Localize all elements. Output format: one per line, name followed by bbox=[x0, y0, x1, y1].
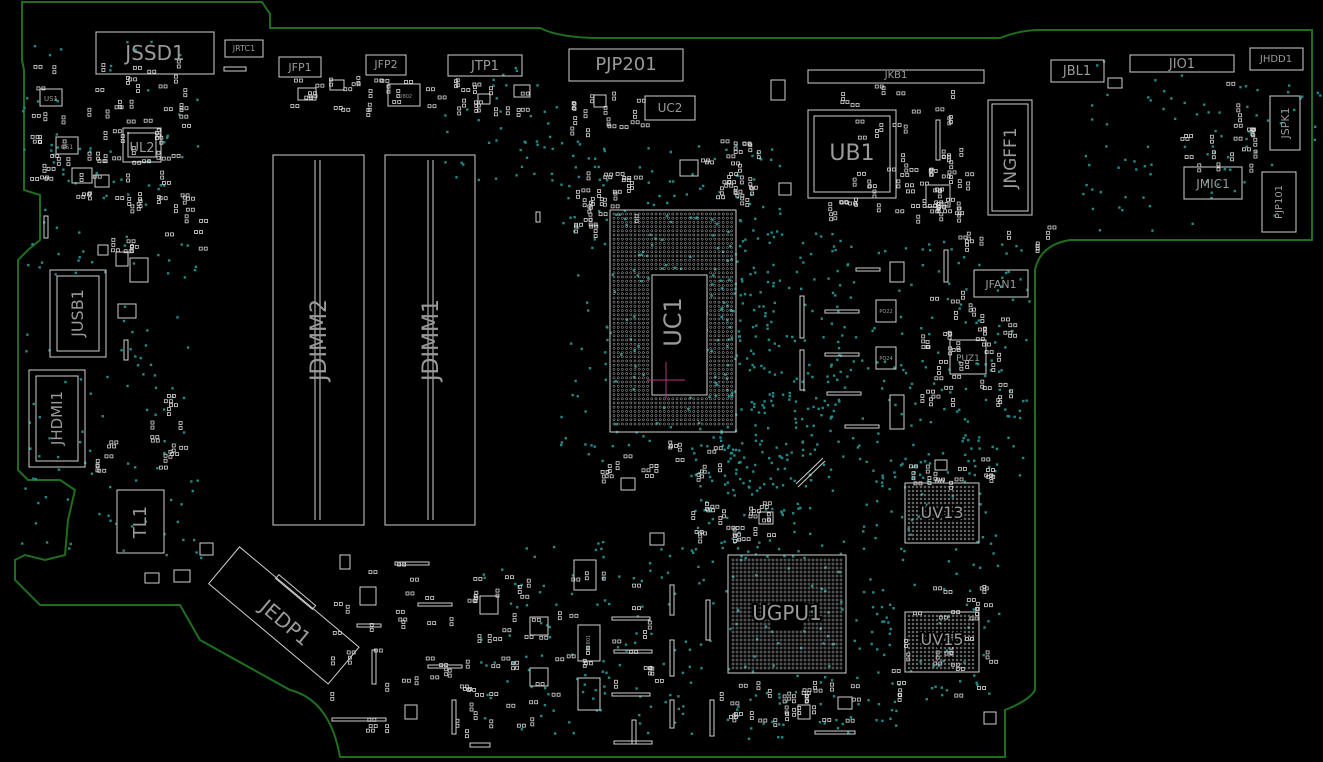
jngff1-connector bbox=[987, 99, 1033, 216]
jfp1-label: JFP1 bbox=[287, 61, 311, 74]
pq24-label: PQ24 bbox=[879, 356, 892, 362]
uv13-memory bbox=[904, 482, 980, 544]
uc1-cpu bbox=[609, 209, 737, 433]
uc1-label: UC1 bbox=[659, 297, 687, 347]
uc1-die bbox=[651, 274, 708, 396]
jdimm1-label: JDIMM1 bbox=[419, 299, 444, 383]
pjp101-label: PJP101 bbox=[1274, 185, 1285, 219]
pjp101-connector bbox=[1261, 171, 1297, 233]
jhdmi1-label: JHDMI1 bbox=[48, 391, 66, 446]
jmic1-connector bbox=[1183, 166, 1243, 200]
jkb1-connector bbox=[807, 69, 985, 84]
ul2-part bbox=[122, 127, 162, 163]
jkb1-label: JKB1 bbox=[884, 70, 908, 81]
jrtc1-label: JRTC1 bbox=[232, 44, 255, 53]
jio1-label: JIO1 bbox=[1168, 57, 1195, 72]
jedp1-label: JEDP1 bbox=[254, 593, 316, 650]
jhdmi1-connector bbox=[28, 369, 86, 468]
tl1-part bbox=[116, 489, 165, 554]
jspk1-label: JSPK1 bbox=[1279, 107, 1292, 139]
jdimm1-slot bbox=[384, 154, 476, 526]
jedp1-connector bbox=[207, 546, 360, 685]
us1-part bbox=[39, 88, 63, 107]
pq22-label: PQ22 bbox=[879, 309, 892, 315]
ul2-label: UL2 bbox=[129, 141, 154, 156]
jfan1-connector bbox=[973, 269, 1029, 298]
pu802-label: PU802 bbox=[396, 94, 412, 100]
jssd1-label: JSSD1 bbox=[123, 41, 184, 65]
pq24-part bbox=[875, 346, 897, 370]
uv15-memory bbox=[904, 611, 980, 673]
jfp1-connector bbox=[278, 56, 322, 78]
jdimm2-label: JDIMM2 bbox=[307, 299, 332, 383]
jspk1-connector bbox=[1269, 95, 1301, 151]
jmic1-label: JMIC1 bbox=[1195, 177, 1229, 191]
jbl1-connector bbox=[1050, 59, 1105, 83]
puz1-part bbox=[949, 339, 987, 375]
uv13-label: UV13 bbox=[920, 503, 963, 522]
jfp2-label: JFP2 bbox=[373, 58, 397, 71]
jssd1-connector bbox=[95, 31, 215, 75]
jusb1-connector bbox=[49, 269, 107, 358]
jbl1-label: JBL1 bbox=[1062, 64, 1091, 79]
via-field bbox=[20, 40, 1322, 741]
small-components bbox=[30, 59, 1258, 739]
pjp201-label: PJP201 bbox=[595, 54, 656, 75]
jrtc1-connector bbox=[224, 39, 264, 58]
puz1-label: PUZ1 bbox=[956, 354, 980, 364]
uv15-label: UV15 bbox=[920, 630, 963, 649]
jtp1-label: JTP1 bbox=[470, 59, 499, 74]
jfan1-label: JFAN1 bbox=[984, 278, 1016, 291]
board-outline bbox=[14, 0, 1313, 758]
uc2-part bbox=[644, 95, 696, 121]
ub1-part bbox=[807, 109, 897, 199]
tl1-label: TL1 bbox=[130, 506, 151, 539]
qs1-label: QS1 bbox=[61, 144, 74, 151]
ugpu1-label: UGPU1 bbox=[752, 601, 822, 625]
uc1-ball-grid bbox=[612, 212, 733, 426]
ub1-label: UB1 bbox=[829, 141, 874, 166]
ugpu1-gpu bbox=[727, 554, 847, 674]
pu802-part bbox=[387, 83, 421, 107]
us1-label: US1 bbox=[44, 95, 58, 103]
jtp1-connector bbox=[447, 54, 523, 77]
jusb1-label: JUSB1 bbox=[68, 289, 87, 338]
qs1-part bbox=[55, 136, 79, 155]
pu801-part bbox=[577, 624, 601, 662]
jngff1-label: JNGFF1 bbox=[1001, 127, 1021, 189]
jfp2-connector bbox=[365, 54, 407, 76]
jhdd1-label: JHDD1 bbox=[1259, 54, 1292, 65]
uc2-label: UC2 bbox=[658, 101, 683, 115]
jhdd1-connector bbox=[1249, 47, 1304, 71]
jdimm2-slot bbox=[272, 154, 365, 526]
pq22-part bbox=[875, 299, 897, 323]
pu801-label: PU801 bbox=[586, 635, 592, 651]
jio1-connector bbox=[1129, 54, 1235, 73]
pjp201-connector bbox=[568, 48, 684, 82]
